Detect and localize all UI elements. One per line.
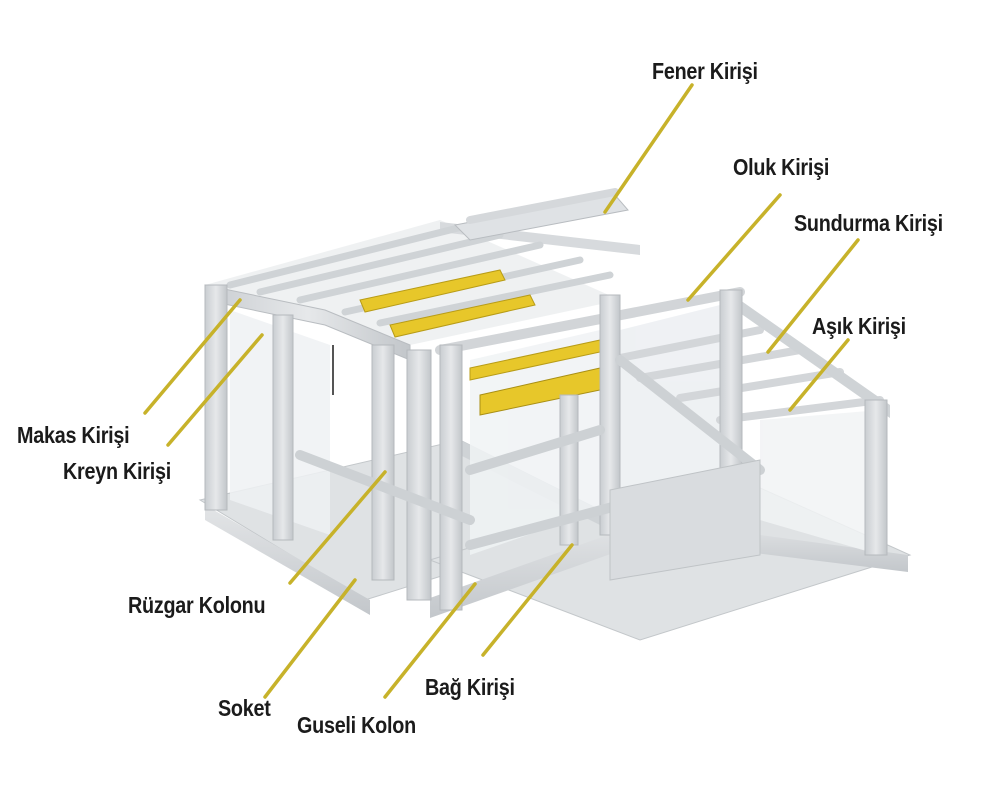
column-2 [272, 314, 294, 541]
label-sundurma-kirisi: Sundurma Kirişi [794, 210, 943, 236]
leader-bag [481, 543, 574, 657]
base-beam-front [205, 505, 370, 615]
lantern-top-beam [466, 188, 619, 224]
label-soket: Soket [218, 695, 271, 721]
column-3 [371, 344, 395, 581]
crane-beam-1 [359, 269, 506, 313]
label-makas-kirisi: Makas Kirişi [17, 422, 130, 448]
label-kreyn-kirisi: Kreyn Kirişi [63, 458, 171, 484]
leader-soket [263, 578, 357, 699]
leader-sundurma [766, 238, 860, 354]
label-fener-kirisi: Fener Kirişi [652, 58, 758, 84]
leader-kreyn [166, 333, 264, 447]
label-oluk-kirisi: Oluk Kirişi [733, 154, 830, 180]
leader-guseli [383, 582, 477, 699]
column-5 [439, 344, 463, 611]
column-1 [204, 284, 228, 511]
label-ruzgar-kolonu: Rüzgar Kolonu [128, 592, 266, 618]
label-bag-kirisi: Bağ Kirişi [425, 674, 515, 700]
gutter-beam [435, 287, 745, 355]
glass-wing [760, 410, 880, 555]
leader-ruzgar [288, 470, 387, 585]
label-guseli-kolon: Guseli Kolon [297, 712, 416, 738]
leader-fener [603, 83, 694, 214]
columns [204, 284, 888, 611]
leader-makas [143, 298, 242, 415]
leader-lines [143, 83, 860, 699]
crane-beam-2 [389, 294, 536, 338]
leader-asik [788, 338, 850, 412]
tie-beams [295, 355, 765, 550]
label-asik-kirisi: Aşık Kirişi [812, 313, 906, 339]
base-beam-front-2 [430, 520, 650, 618]
column-9 [559, 394, 579, 546]
leader-oluk [686, 193, 782, 302]
column-4 [406, 349, 432, 601]
side-wall-panel [609, 459, 761, 581]
canopy-beam [740, 300, 890, 418]
column-8 [864, 399, 888, 556]
